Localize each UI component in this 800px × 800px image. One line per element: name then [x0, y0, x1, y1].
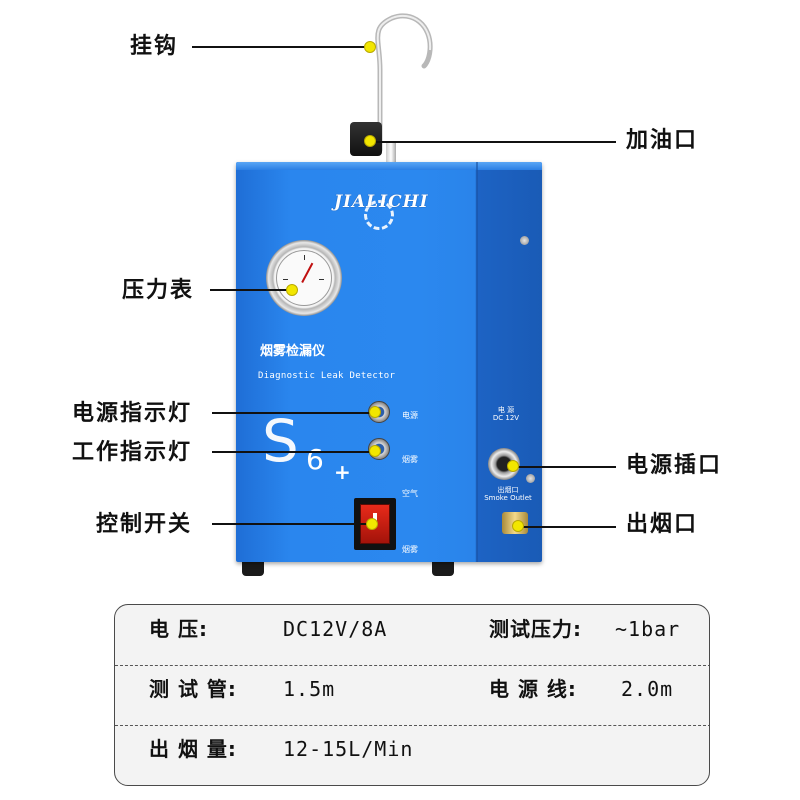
screw-icon [520, 236, 529, 245]
screw-icon [526, 474, 535, 483]
callout-dot [366, 518, 378, 530]
callout-dot [364, 41, 376, 53]
leader-line [522, 526, 616, 528]
callout-dot [512, 520, 524, 532]
hook-icon [375, 13, 433, 153]
spec-row: 出 烟 量: 12-15L/Min [115, 725, 709, 785]
gear-icon [364, 200, 394, 230]
leader-line [210, 289, 292, 291]
leader-line [516, 466, 616, 468]
product-diagram: JIALICHI 烟雾检漏仪 Diagnostic Leak Detector … [72, 13, 723, 578]
gauge-face [276, 250, 332, 306]
power-port-label-line2: DC 12V [492, 414, 520, 423]
callout-work-indicator: 工作指示灯 [72, 440, 193, 465]
device-body: JIALICHI 烟雾检漏仪 Diagnostic Leak Detector … [236, 162, 542, 562]
leak-detector-device: JIALICHI 烟雾检漏仪 Diagnostic Leak Detector … [236, 162, 546, 578]
smoke-port-label-line2: Smoke Outlet [484, 494, 532, 503]
power-port-label-line1: 电 源 [497, 406, 515, 414]
leader-line [212, 523, 372, 525]
switch-mark [373, 513, 377, 521]
callout-dot [369, 445, 381, 457]
gauge-tick [283, 279, 288, 280]
spec-value-voltage: DC12V/8A [283, 617, 388, 641]
smoke-port-label-line1: 出烟口 [497, 486, 519, 494]
device-foot [242, 558, 264, 576]
spec-row: 测 试 管: 1.5m 电 源 线: 2.0m [115, 665, 709, 725]
leader-line [376, 141, 616, 143]
spec-key-voltage: 电 压: [149, 617, 208, 641]
smoke-port-label: 出烟口 Smoke Outlet [480, 486, 536, 503]
spec-value-test-pressure: ~1bar [615, 617, 681, 641]
callout-dot [286, 284, 298, 296]
callout-smoke-outlet: 出烟口 [626, 512, 699, 537]
callout-power-socket: 电源插口 [626, 453, 723, 478]
gauge-tick [319, 279, 324, 280]
model-letter: S [262, 407, 299, 475]
callout-dot [364, 135, 376, 147]
air-label: 空气 [402, 489, 418, 498]
brand-logo: JIALICHI [334, 192, 429, 212]
gauge-tick [304, 255, 305, 260]
spec-key-test-tube: 测 试 管: [149, 677, 237, 701]
callout-pressure-gauge: 压力表 [122, 278, 195, 303]
spec-row: 电 压: DC12V/8A 测试压力: ~1bar [115, 605, 709, 665]
callout-hook: 挂钩 [130, 34, 179, 59]
spec-divider [115, 665, 709, 666]
callout-fuel-port: 加油口 [626, 128, 699, 153]
smoke-lamp-label: 烟雾 [402, 455, 418, 464]
power-lamp-label: 电源 [402, 411, 418, 420]
gauge-needle [301, 262, 314, 284]
spec-key-power-cord: 电 源 线: [489, 677, 577, 701]
device-foot [432, 558, 454, 576]
model-plus: + [334, 460, 351, 484]
callout-power-indicator: 电源指示灯 [72, 401, 193, 426]
leader-line [212, 412, 374, 414]
spec-key-test-pressure: 测试压力: [489, 617, 582, 641]
pressure-gauge [266, 240, 342, 316]
device-edge [476, 162, 478, 562]
callout-control-switch: 控制开关 [96, 512, 193, 537]
leader-line [192, 46, 370, 48]
device-subtitle: Diagnostic Leak Detector [258, 371, 396, 381]
fuel-nozzle [386, 142, 396, 164]
device-title: 烟雾检漏仪 [260, 344, 326, 359]
power-port-label: 电 源 DC 12V [486, 406, 526, 423]
callout-dot [369, 406, 381, 418]
spec-value-test-tube: 1.5m [283, 677, 336, 701]
spec-divider [115, 725, 709, 726]
spec-panel: 电 压: DC12V/8A 测试压力: ~1bar 测 试 管: 1.5m 电 … [114, 604, 710, 786]
switch-label: 烟雾 [402, 545, 418, 554]
spec-value-smoke-output: 12-15L/Min [283, 737, 414, 761]
device-top [236, 162, 542, 170]
spec-key-smoke-output: 出 烟 量: [149, 737, 237, 761]
leader-line [212, 451, 374, 453]
spec-value-power-cord: 2.0m [621, 677, 674, 701]
callout-dot [507, 460, 519, 472]
